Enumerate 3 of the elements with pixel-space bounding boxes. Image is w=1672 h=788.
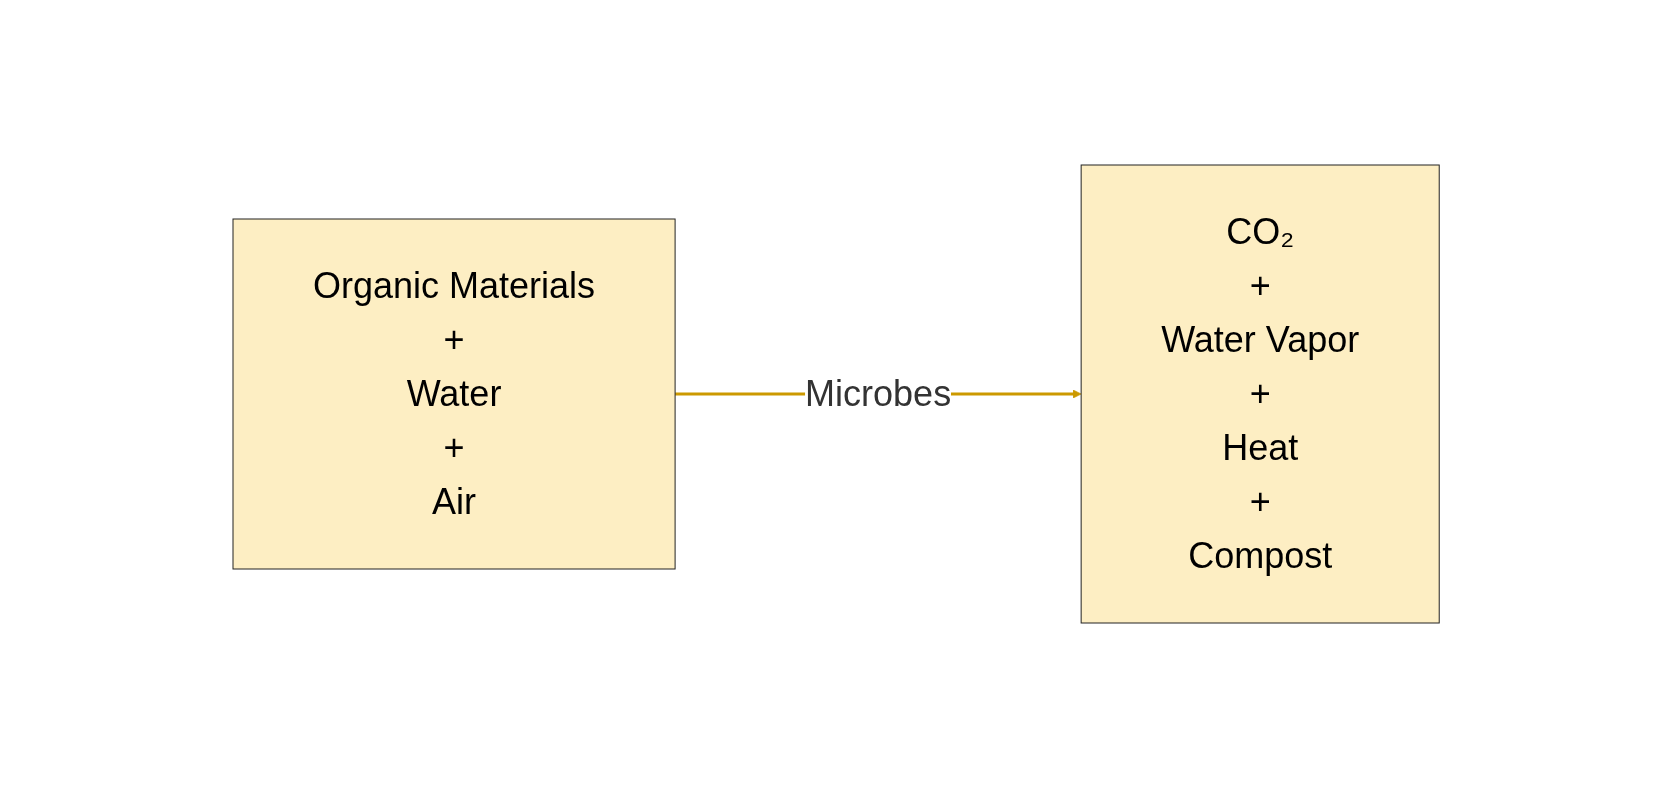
edge-label: Microbes xyxy=(804,373,952,414)
node-box: CO₂ + Water Vapor + Heat + Compost xyxy=(1080,164,1440,624)
node-box: Organic Materials + Water + Air xyxy=(232,218,676,570)
